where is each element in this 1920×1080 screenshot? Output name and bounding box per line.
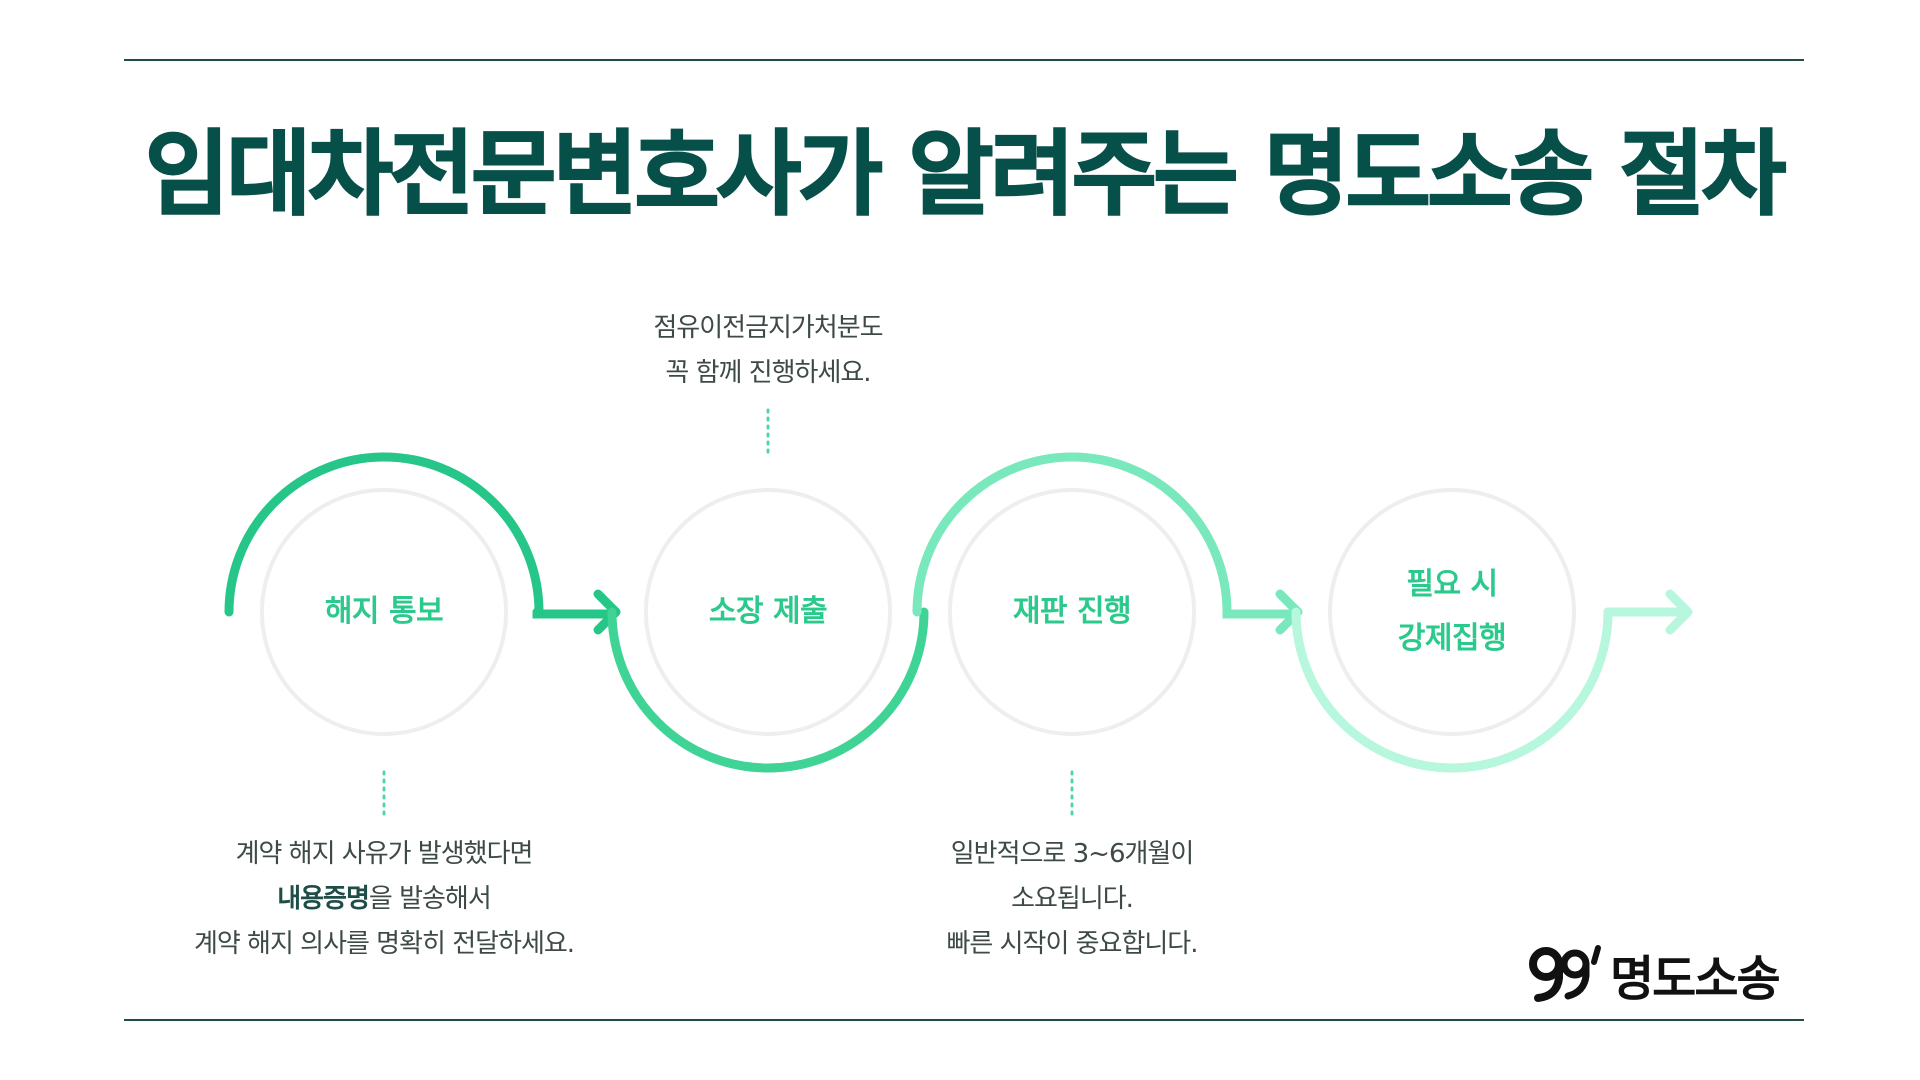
step-1-note-line3: 계약 해지 의사를 명확히 전달하세요.	[193, 929, 575, 959]
bottom-divider	[124, 1019, 1804, 1021]
step-3-circle	[948, 488, 1196, 736]
step-4-circle	[1328, 488, 1576, 736]
step-4-label-line1: 필요 시	[1406, 567, 1498, 602]
step-1-note: 계약 해지 사유가 발생했다면 내용증명을 발송해서 계약 해지 의사를 명확히…	[124, 832, 644, 967]
page-title: 임대차전문변호사가 알려주는 명도소송 절차	[144, 120, 1787, 229]
step-1-note-line1: 계약 해지 사유가 발생했다면	[235, 839, 534, 869]
step-3-note: 일반적으로 3~6개월이 소요됩니다. 빠른 시작이 중요합니다.	[812, 832, 1332, 967]
step-4-arc	[1291, 607, 1613, 773]
step-3-label: 재판 진행	[1012, 594, 1132, 629]
step-4-arrow-head	[1665, 589, 1693, 635]
step-2-label: 소장 제출	[708, 594, 828, 629]
step-1-circle	[260, 488, 508, 736]
step-3-note-line2: 소요됩니다.	[1011, 884, 1134, 914]
step-1-label: 해지 통보	[324, 594, 444, 629]
logo-text: 명도소송	[1610, 951, 1781, 1007]
step-4-label-line2: 강제집행	[1397, 621, 1507, 656]
step-2-circle	[644, 488, 892, 736]
step-3-arc	[912, 452, 1232, 617]
step-2-arc	[607, 607, 929, 773]
step-1-note-highlight: 내용증명	[277, 884, 370, 914]
brand-logo: 명도소송	[1528, 942, 1781, 1007]
step-3-arrow-line	[1222, 607, 1301, 619]
step-1-note-line2: 내용증명을 발송해서	[124, 877, 644, 922]
step-3-note-line1: 일반적으로 3~6개월이	[950, 839, 1195, 869]
step-3-note-line3: 빠른 시작이 중요합니다.	[946, 929, 1199, 959]
top-divider	[124, 59, 1804, 61]
step-1-note-line2-rest: 을 발송해서	[368, 884, 492, 914]
step-4-label: 필요 시 강제집행	[1342, 558, 1562, 666]
step-1-arc	[224, 452, 544, 617]
step-1-arrow-line	[532, 607, 619, 619]
step-2-note-line1: 점유이전금지가처분도	[653, 313, 883, 343]
step-2-note: 점유이전금지가처분도 꼭 함께 진행하세요.	[508, 306, 1028, 396]
step-2-note-line2: 꼭 함께 진행하세요.	[665, 358, 871, 388]
logo-mark-icon	[1529, 945, 1601, 1002]
